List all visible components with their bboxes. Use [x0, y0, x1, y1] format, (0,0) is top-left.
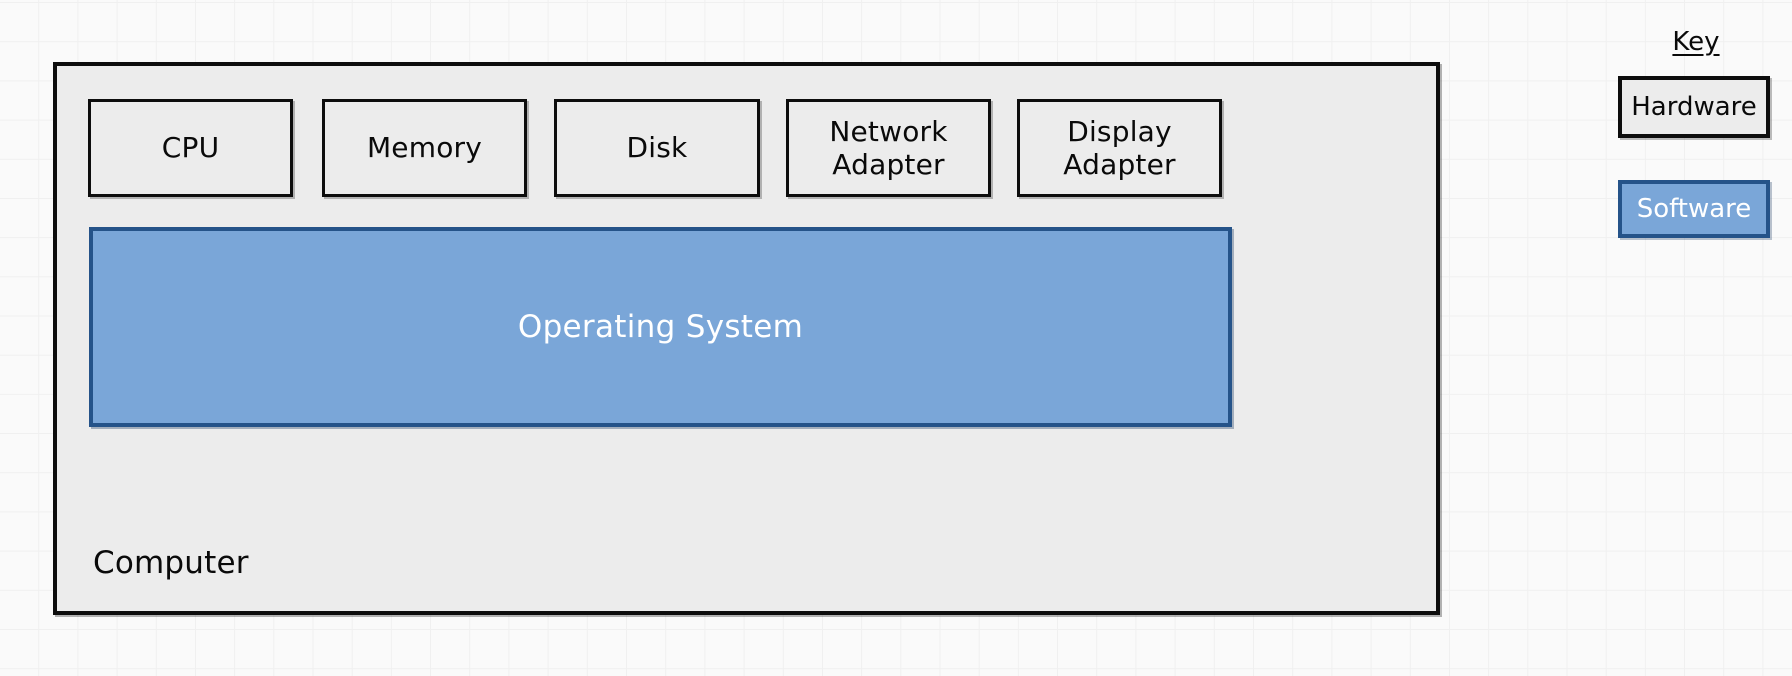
hardware-box-network-adapter-label: Network Adapter — [829, 114, 948, 181]
hardware-box-memory-label: Memory — [366, 131, 483, 165]
software-box-operating-system[interactable]: Operating System — [89, 227, 1232, 427]
key-legend-item-hardware-label: Hardware — [1631, 92, 1757, 122]
key-legend-item-hardware[interactable]: Hardware — [1618, 76, 1770, 138]
software-box-operating-system-label: Operating System — [517, 309, 804, 345]
hardware-component-row: CPU Memory Disk Network Adapter Display … — [88, 99, 1410, 197]
computer-container-label: Computer — [93, 545, 249, 581]
hardware-box-cpu-label: CPU — [161, 131, 220, 165]
hardware-box-disk[interactable]: Disk — [554, 99, 760, 197]
hardware-box-network-adapter[interactable]: Network Adapter — [786, 99, 991, 197]
hardware-box-disk-label: Disk — [626, 131, 688, 165]
hardware-box-cpu[interactable]: CPU — [88, 99, 293, 197]
key-legend: Key Hardware Software — [1616, 27, 1776, 238]
computer-container[interactable]: CPU Memory Disk Network Adapter Display … — [53, 62, 1440, 615]
hardware-box-memory[interactable]: Memory — [322, 99, 527, 197]
key-legend-title: Key — [1672, 27, 1720, 57]
key-legend-item-software[interactable]: Software — [1618, 180, 1770, 238]
hardware-box-display-adapter[interactable]: Display Adapter — [1017, 99, 1222, 197]
hardware-box-display-adapter-label: Display Adapter — [1063, 114, 1176, 181]
key-legend-item-software-label: Software — [1636, 194, 1752, 224]
